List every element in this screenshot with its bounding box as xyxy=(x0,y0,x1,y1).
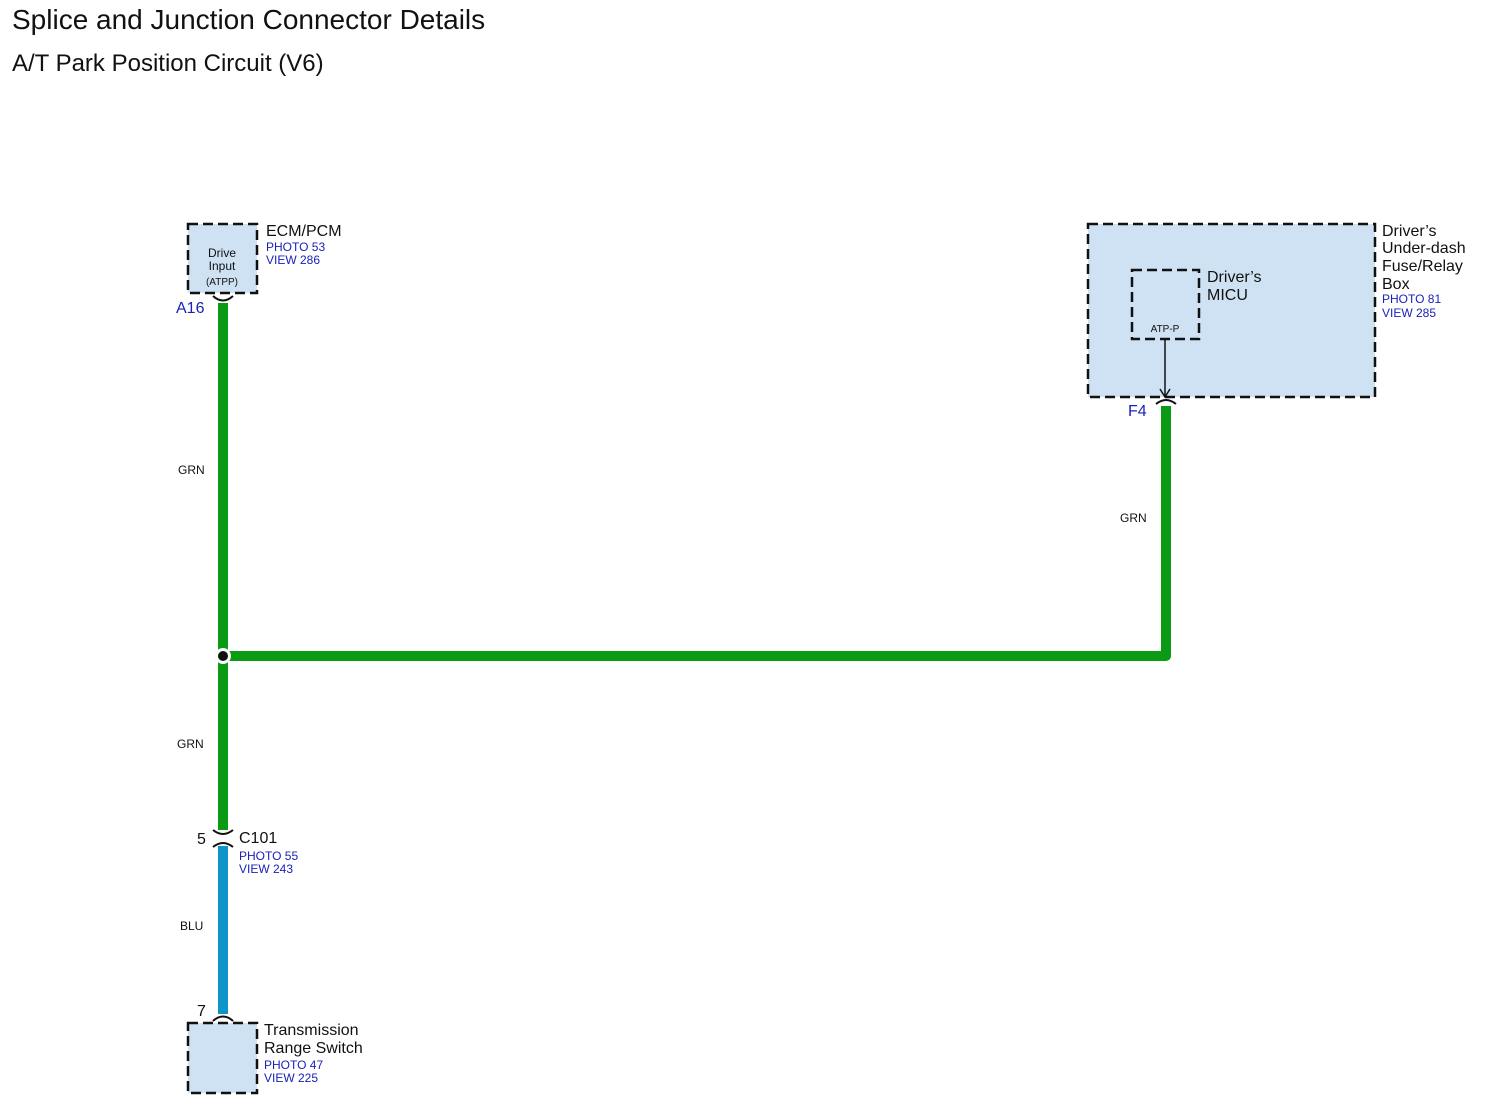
fuse-box-name-line1: Driver’s xyxy=(1382,223,1437,240)
ecm-inner-line2: Input xyxy=(209,259,236,273)
micu-name-line2: MICU xyxy=(1207,287,1248,304)
micu-box[interactable] xyxy=(1130,268,1201,341)
fuse-box-name-line2: Under-dash xyxy=(1382,240,1466,257)
c101-connector-bottom-icon xyxy=(212,842,234,848)
ecm-pin-terminal-icon xyxy=(212,295,234,302)
switch-pin-terminal-icon xyxy=(212,1015,234,1022)
transmission-range-switch-box[interactable] xyxy=(186,1021,259,1095)
ecm-pcm-box[interactable] xyxy=(186,222,259,295)
micu-arrow-icon xyxy=(1159,388,1171,399)
ecm-pcm-view-ref[interactable]: VIEW 286 xyxy=(266,253,320,267)
page-title: Splice and Junction Connector Details xyxy=(12,4,486,35)
c101-photo-ref[interactable]: PHOTO 55 xyxy=(239,849,298,863)
ecm-inner-line1: Drive xyxy=(208,246,236,260)
ecm-inner-line3: (ATPP) xyxy=(206,277,238,288)
micu-name-line1: Driver’s xyxy=(1207,269,1262,286)
switch-name-line2: Range Switch xyxy=(264,1040,363,1057)
switch-pin-label: 7 xyxy=(197,1003,206,1020)
c101-connector-top-icon xyxy=(212,829,234,835)
splice-dot xyxy=(218,651,228,661)
wire-splice-to-fuse-box xyxy=(223,406,1171,661)
wire-label-ecm-grn: GRN xyxy=(178,463,205,477)
ecm-pcm-photo-ref[interactable]: PHOTO 53 xyxy=(266,240,325,254)
fuse-pin-terminal-icon xyxy=(1155,399,1177,405)
wire-label-switch-blu: BLU xyxy=(180,919,203,933)
switch-name-line1: Transmission xyxy=(264,1022,359,1039)
c101-name: C101 xyxy=(239,830,277,847)
fuse-pin-label: F4 xyxy=(1128,403,1147,420)
wire-label-fuse-grn: GRN xyxy=(1120,511,1147,525)
switch-photo-ref[interactable]: PHOTO 47 xyxy=(264,1058,323,1072)
ecm-pin-label: A16 xyxy=(176,300,205,317)
ecm-pcm-name: ECM/PCM xyxy=(266,223,342,240)
wire-label-c101-grn: GRN xyxy=(177,737,204,751)
switch-view-ref[interactable]: VIEW 225 xyxy=(264,1071,318,1085)
micu-inner-label: ATP-P xyxy=(1151,324,1180,335)
c101-view-ref[interactable]: VIEW 243 xyxy=(239,862,293,876)
page-subtitle: A/T Park Position Circuit (V6) xyxy=(12,50,324,77)
fuse-box-view-ref[interactable]: VIEW 285 xyxy=(1382,306,1436,320)
c101-pin-label: 5 xyxy=(197,831,206,848)
fuse-box-photo-ref[interactable]: PHOTO 81 xyxy=(1382,292,1441,306)
fuse-box-name-line4: Box xyxy=(1382,276,1410,293)
fuse-box-name-line3: Fuse/Relay xyxy=(1382,258,1463,275)
